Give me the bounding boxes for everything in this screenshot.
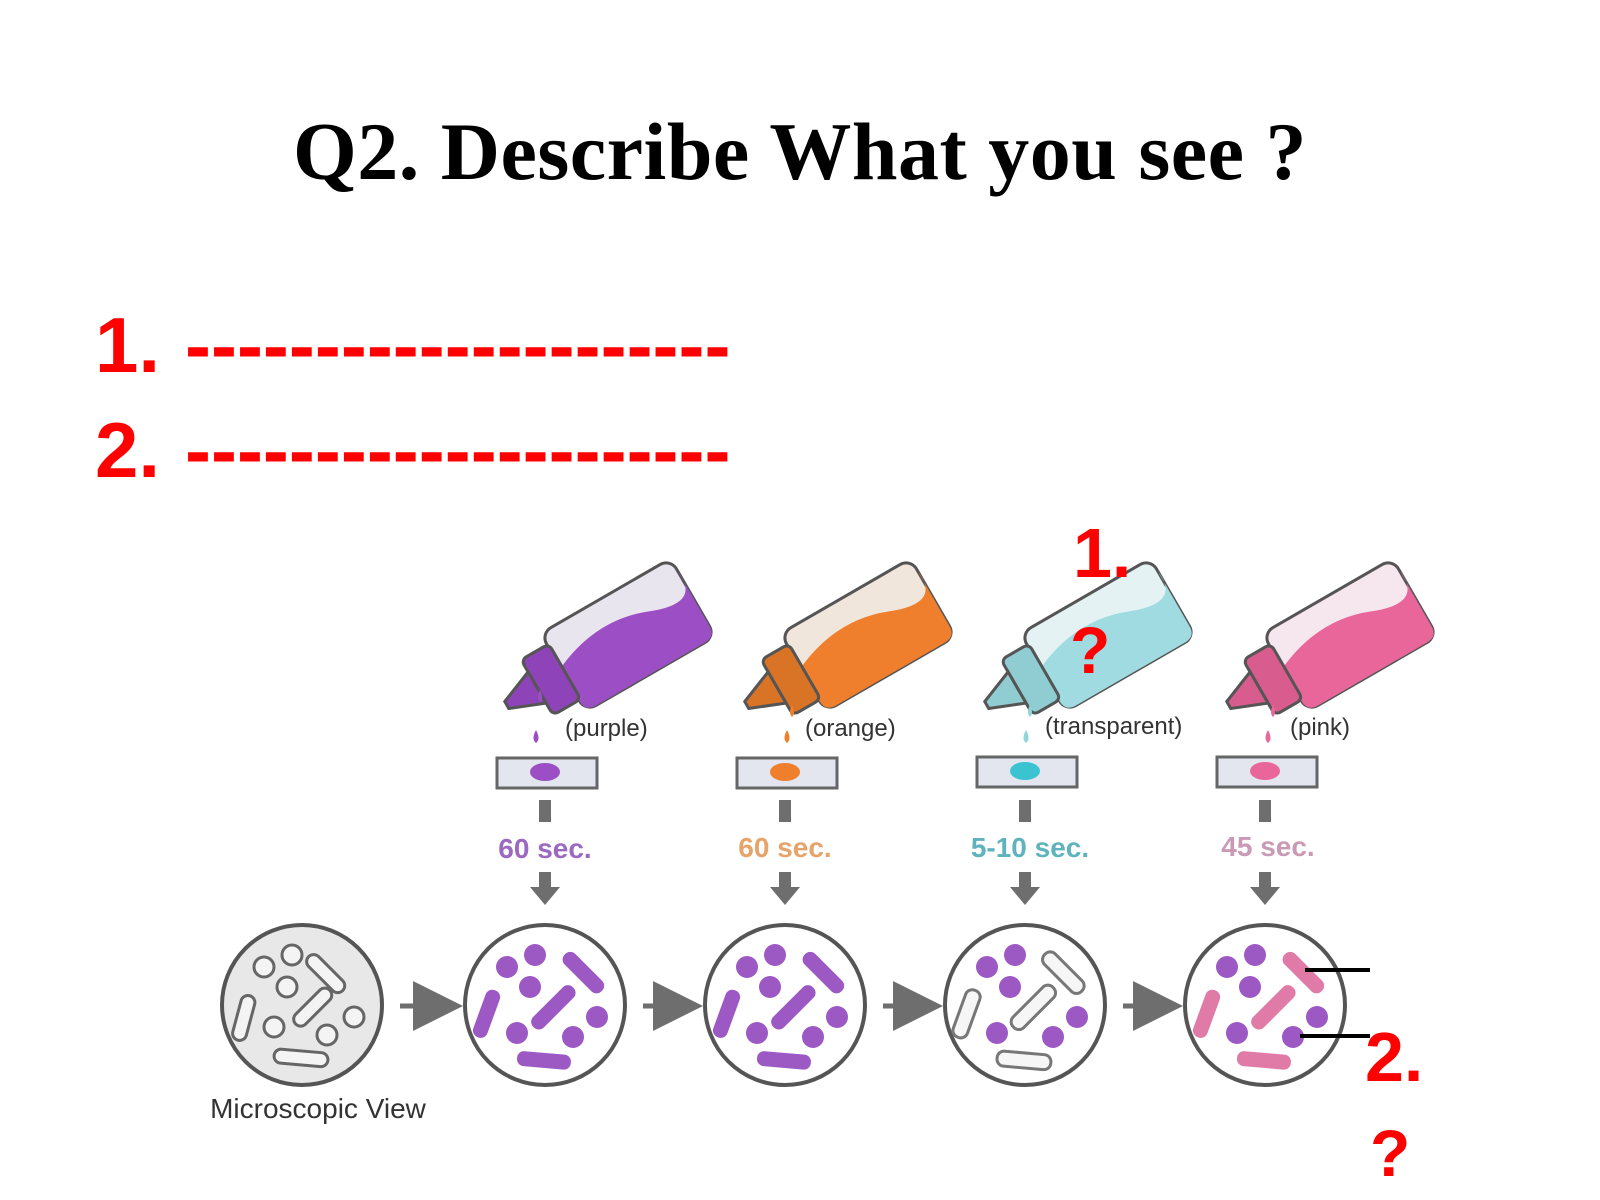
drop-icon <box>1028 705 1032 717</box>
transparent-dropper-bottle-icon <box>982 561 1193 715</box>
microscope-view-purple <box>463 923 627 1087</box>
microscope-view-decolorized <box>943 923 1107 1087</box>
answer-number-1: 1. <box>95 301 161 389</box>
stain-drop-on-slide <box>770 763 800 781</box>
stain-step-purple: (purple) 60 sec. <box>495 561 713 905</box>
microscope-view-counterstained <box>1183 923 1347 1087</box>
marker-2-question: ? <box>1370 1116 1411 1190</box>
slide-icon <box>975 755 1079 789</box>
answer-line-1: 1. --------------------- <box>95 300 730 391</box>
time-label-orange: 60 sec. <box>738 832 831 863</box>
time-label-transparent: 5-10 sec. <box>971 832 1089 863</box>
microscope-view-iodine <box>703 923 867 1087</box>
drop-icon <box>1023 730 1029 743</box>
stain-step-pink: (pink) 45 sec. <box>1215 561 1435 905</box>
marker-2-number: 2. <box>1365 1018 1424 1096</box>
down-arrow-icon <box>530 887 560 905</box>
down-arrow-icon <box>770 887 800 905</box>
dye-label-pink: (pink) <box>1290 714 1350 741</box>
drop-icon <box>790 705 794 717</box>
orange-dropper-bottle-icon <box>742 561 953 715</box>
dye-label-transparent: (transparent) <box>1045 713 1182 740</box>
drop-icon <box>1271 705 1275 717</box>
stain-drop-on-slide <box>530 763 560 781</box>
down-arrow-icon <box>1250 887 1280 905</box>
microscopic-view-label: Microscopic View <box>210 1093 427 1124</box>
down-arrow-icon <box>1010 887 1040 905</box>
time-label-pink: 45 sec. <box>1221 831 1314 862</box>
answer-blank-1: --------------------- <box>185 301 731 389</box>
stain-step-orange: (orange) 60 sec. <box>735 561 953 905</box>
answer-line-2: 2. --------------------- <box>95 405 730 496</box>
stain-step-transparent: (transparent) 5-10 sec. <box>971 561 1193 905</box>
answer-blank-2: --------------------- <box>185 406 731 494</box>
stain-drop-on-slide <box>1250 762 1280 780</box>
drop-icon <box>1265 730 1271 743</box>
microscope-view-unstained <box>220 923 384 1087</box>
stain-drop-on-slide <box>1010 762 1040 780</box>
purple-dropper-bottle-icon <box>502 561 713 715</box>
time-label-purple: 60 sec. <box>498 833 591 864</box>
dye-label-orange: (orange) <box>805 715 896 742</box>
marker-1-number: 1. <box>1073 514 1132 592</box>
answer-number-2: 2. <box>95 406 161 494</box>
pink-dropper-bottle-icon <box>1224 561 1435 715</box>
marker-1-question: ? <box>1070 613 1111 687</box>
drop-icon <box>533 730 539 743</box>
page-title: Q2. Describe What you see ? <box>292 106 1308 197</box>
slide-icon <box>495 756 599 790</box>
drop-icon <box>538 690 542 702</box>
dye-label-purple: (purple) <box>565 715 648 742</box>
drop-icon <box>784 730 790 743</box>
